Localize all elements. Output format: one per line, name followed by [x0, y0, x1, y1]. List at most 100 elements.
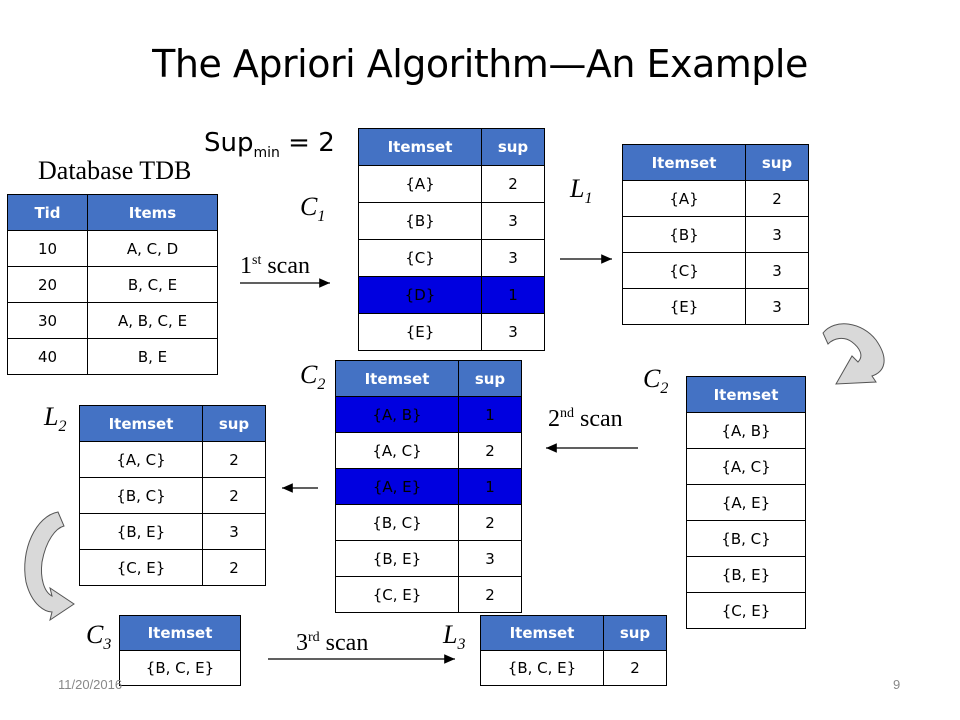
table-cell: 2	[481, 165, 545, 203]
table-row: {A}2	[358, 165, 545, 203]
table-cell: 2	[202, 477, 266, 514]
table-cell: 2	[458, 504, 522, 541]
table-row: {A, E}	[686, 484, 806, 521]
column-header: Items	[87, 194, 218, 231]
column-header: Itemset	[480, 615, 604, 651]
table-row: {A, E}1	[335, 468, 522, 505]
third-scan-sup: rd	[308, 630, 320, 645]
table-cell: A, B, C, E	[87, 302, 218, 339]
column-header: Itemset	[358, 128, 482, 166]
table-cell: {A, C}	[79, 441, 203, 478]
c2b-sub: 2	[660, 380, 669, 397]
table-cell: {B, C, E}	[480, 650, 604, 686]
table-cell: {B, E}	[335, 540, 459, 577]
table-cell: {A}	[358, 165, 482, 203]
table-row: {D}1	[358, 276, 545, 314]
table-row: {B, C}2	[335, 504, 522, 541]
second-scan-word: scan	[574, 406, 623, 432]
first-scan-word: scan	[261, 253, 310, 279]
column-header: sup	[481, 128, 545, 166]
table-row: {C, E}	[686, 592, 806, 629]
table-cell: 20	[7, 266, 88, 303]
table-row: {B, E}3	[335, 540, 522, 577]
table-cell: 2	[603, 650, 667, 686]
column-header: Itemset	[335, 360, 459, 397]
table-cell: {B, C}	[79, 477, 203, 514]
c2-candidate-table: Itemset{A, B}{A, C}{A, E}{B, C}{B, E}{C,…	[686, 376, 806, 629]
column-header: Itemset	[79, 405, 203, 442]
table-cell: 1	[481, 276, 545, 314]
table-cell: 3	[745, 288, 809, 325]
table-row: {B, C, E}	[119, 650, 241, 686]
c3-table: Itemset{B, C, E}	[119, 615, 241, 686]
table-cell: {E}	[622, 288, 746, 325]
c1-sub: 1	[317, 208, 326, 225]
table-row: {B, E}	[686, 556, 806, 593]
footer-page: 9	[893, 677, 901, 692]
c3-letter: C	[86, 620, 104, 649]
table-row: {B}3	[622, 216, 809, 253]
table-header-row: Itemset	[686, 376, 806, 413]
table-row: {A, C}	[686, 448, 806, 485]
table-row: {C, E}2	[79, 549, 266, 586]
c3-sub: 3	[103, 636, 112, 653]
table-cell: A, C, D	[87, 230, 218, 267]
second-scan-sup: nd	[560, 406, 574, 421]
table-cell: {C, E}	[335, 576, 459, 613]
l1-letter: L	[570, 174, 585, 203]
table-cell: 3	[745, 216, 809, 253]
table-row: {B, C}2	[79, 477, 266, 514]
column-header: Itemset	[686, 376, 806, 413]
table-cell: {A, C}	[335, 432, 459, 469]
table-cell: 1	[458, 468, 522, 505]
page-title: The Apriori Algorithm—An Example	[152, 42, 808, 86]
supmin-sub: min	[253, 145, 280, 162]
column-header: sup	[745, 144, 809, 181]
supmin-prefix: Sup	[204, 128, 254, 158]
c2a-sub: 2	[317, 376, 326, 393]
table-cell: {C}	[358, 239, 482, 277]
table-cell: {E}	[358, 313, 482, 351]
table-row: {B, C}	[686, 520, 806, 557]
l3-letter: L	[443, 620, 458, 649]
table-row: {A}2	[622, 180, 809, 217]
table-cell: {A, C}	[686, 448, 806, 485]
table-cell: 3	[481, 313, 545, 351]
table-cell: 40	[7, 338, 88, 375]
table-row: {A, B}1	[335, 396, 522, 433]
supmin-label: Supmin = 2	[204, 128, 335, 161]
table-cell: {C, E}	[79, 549, 203, 586]
database-label: Database TDB	[38, 156, 192, 185]
supmin-suffix: = 2	[279, 128, 335, 158]
table-cell: 3	[481, 202, 545, 240]
table-row: {A, C}2	[79, 441, 266, 478]
table-row: {E}3	[622, 288, 809, 325]
c2-label-right: C2	[643, 364, 668, 398]
table-cell: 1	[458, 396, 522, 433]
first-scan-sup: st	[252, 253, 262, 268]
l3-label: L3	[443, 620, 465, 654]
table-cell: {A, B}	[686, 412, 806, 449]
second-scan-label: 2nd scan	[548, 406, 623, 433]
table-row: {C}3	[358, 239, 545, 277]
table-row: {C}3	[622, 252, 809, 289]
l2-sub: 2	[58, 418, 67, 435]
table-row: {C, E}2	[335, 576, 522, 613]
table-cell: 2	[202, 549, 266, 586]
footer-date: 11/20/2016	[58, 677, 123, 692]
l1-label: L1	[570, 174, 592, 208]
c2b-letter: C	[643, 364, 661, 393]
